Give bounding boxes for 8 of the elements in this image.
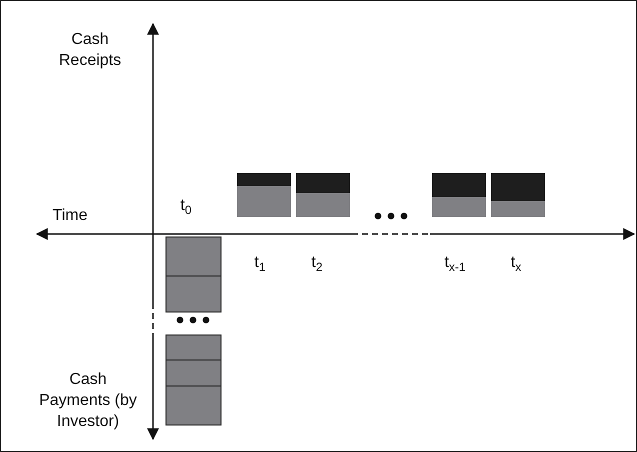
axis-label: Cash Payments (by Investor): [38, 370, 138, 432]
time-label: t$_{x}$: [510, 253, 522, 276]
time-label: t$_{0}$: [179, 196, 193, 219]
time-label: t$_{1}$: [253, 253, 267, 276]
axis-label: Cash Receipts: [58, 30, 122, 71]
time-label: t$_{2}$: [310, 253, 324, 276]
axis-label: Time: [52, 206, 88, 226]
time-label: t$_{x-1}$: [443, 253, 467, 276]
